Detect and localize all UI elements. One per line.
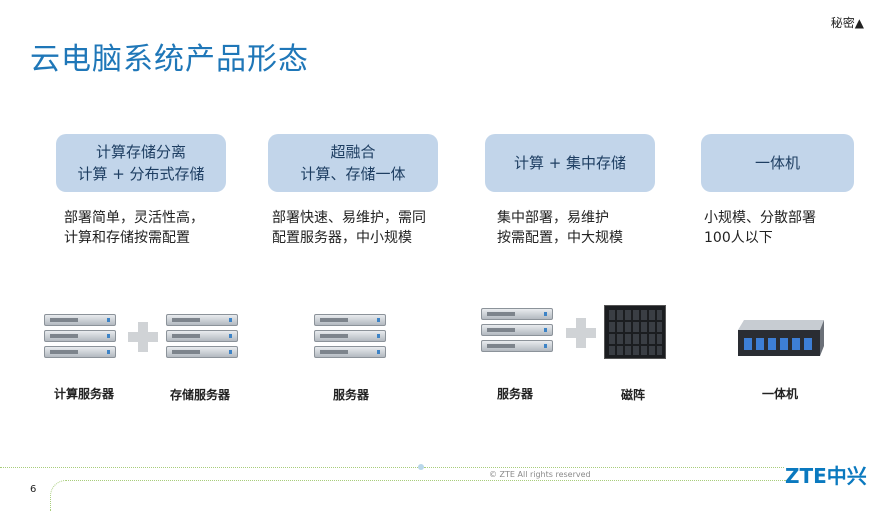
- pill-line: 计算 + 集中存储: [513, 154, 627, 172]
- caption-compute-server: 计算服务器: [53, 387, 114, 401]
- caption-server: 服务器: [332, 388, 369, 402]
- zte-logo: ZTE中兴: [785, 464, 867, 488]
- server-unit: [166, 346, 238, 358]
- server-unit: [44, 314, 116, 326]
- pill-line: 计算存储分离: [95, 143, 186, 161]
- pill-line: 计算、存储一体: [300, 165, 406, 183]
- plus-icon: [128, 322, 158, 352]
- caption-all-in-one: 一体机: [761, 387, 798, 401]
- category-pill-separated: 计算存储分离 计算 + 分布式存储: [56, 134, 226, 192]
- desc-line: 集中部署，易维护: [497, 210, 609, 226]
- page-number: 6: [30, 484, 37, 495]
- storage-server-stack-image: [166, 312, 242, 360]
- server-stack-image: [314, 312, 390, 360]
- category-pill-hyperconverged: 超融合 计算、存储一体: [268, 134, 438, 192]
- description-all-in-one: 小规模、分散部署 100人以下: [704, 208, 816, 248]
- caption-disk-array: 磁阵: [620, 388, 645, 402]
- caption-storage-server: 存储服务器: [169, 388, 230, 402]
- caption-server: 服务器: [496, 387, 533, 401]
- server-unit: [314, 314, 386, 326]
- desc-line: 小规模、分散部署: [704, 210, 816, 226]
- server-stack-image: [481, 306, 557, 356]
- compute-server-stack-image: [44, 312, 120, 360]
- classification-label: 秘密▲: [830, 16, 864, 30]
- desc-line: 部署快速、易维护，需同: [272, 210, 426, 226]
- server-unit: [481, 340, 553, 352]
- server-unit: [166, 330, 238, 342]
- slide-title: 云电脑系统产品形态: [30, 42, 309, 77]
- category-pill-centralized: 计算 + 集中存储: [485, 134, 655, 192]
- footer-divider-dot: [418, 464, 424, 470]
- description-hyperconverged: 部署快速、易维护，需同 配置服务器，中小规模: [272, 208, 426, 248]
- category-pill-all-in-one: 一体机: [701, 134, 854, 192]
- description-separated: 部署简单，灵活性高， 计算和存储按需配置: [64, 208, 204, 248]
- footer-divider: [424, 467, 784, 468]
- copyright-text: © ZTE All rights reserved: [489, 470, 591, 479]
- server-unit: [44, 346, 116, 358]
- pill-line: 计算 + 分布式存储: [77, 165, 205, 183]
- desc-line: 配置服务器，中小规模: [272, 230, 412, 246]
- all-in-one-appliance-image: [734, 316, 826, 360]
- desc-line: 部署简单，灵活性高，: [64, 210, 204, 226]
- plus-icon: [566, 318, 596, 348]
- server-unit: [44, 330, 116, 342]
- server-unit: [314, 346, 386, 358]
- footer-divider: [0, 467, 420, 468]
- server-unit: [166, 314, 238, 326]
- server-unit: [481, 308, 553, 320]
- desc-line: 按需配置，中大规模: [497, 230, 623, 246]
- footer-rounded-line: [50, 480, 786, 511]
- pill-line: 一体机: [754, 154, 800, 172]
- disk-array-image: [604, 305, 666, 359]
- description-centralized: 集中部署，易维护 按需配置，中大规模: [497, 208, 623, 248]
- server-unit: [314, 330, 386, 342]
- server-unit: [481, 324, 553, 336]
- desc-line: 计算和存储按需配置: [64, 230, 190, 246]
- pill-line: 超融合: [330, 143, 376, 161]
- desc-line: 100人以下: [704, 230, 773, 246]
